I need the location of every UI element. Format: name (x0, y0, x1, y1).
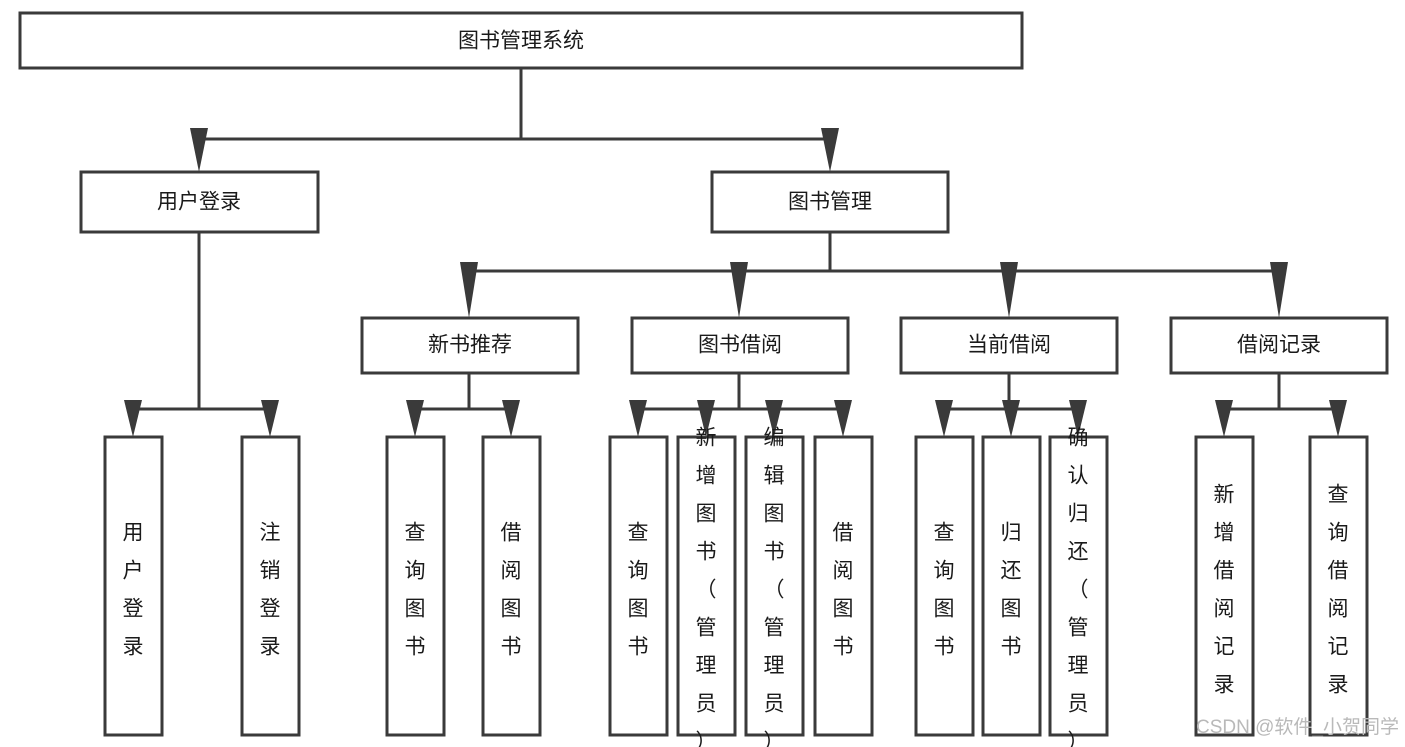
arrow-head-user-login (190, 128, 208, 172)
arrow-head-leaf-query-book-1 (406, 400, 424, 437)
node-leaf-user-logout-label: 注销登录 (260, 522, 281, 659)
node-leaf-user-logout-box[interactable] (240, 435, 301, 737)
arrow-head-leaf-user-login (124, 400, 142, 437)
node-borrow-record[interactable]: 借阅记录 (1169, 316, 1389, 375)
arrow-head-book-management (821, 128, 839, 172)
arrow-head-current-borrow (1000, 262, 1018, 318)
node-book-borrow[interactable]: 图书借阅 (630, 316, 850, 375)
watermark-label: CSDN @软件_小贺同学 (1196, 716, 1399, 738)
arrow-head-borrow-record (1270, 262, 1288, 318)
node-leaf-add-book-box[interactable] (676, 435, 737, 737)
arrow-head-leaf-query-book-3 (935, 400, 953, 437)
node-current-borrow-label: 当前借阅 (967, 334, 1051, 357)
arrow-head-leaf-borrow-book-2 (834, 400, 852, 437)
node-leaf-add-record[interactable]: 新增借阅记录 (1194, 435, 1255, 737)
node-leaf-query-record-label: 查询借阅记录 (1328, 484, 1349, 697)
arrow-head-book-borrow (730, 262, 748, 318)
node-leaf-query-record[interactable]: 查询借阅记录 (1308, 435, 1369, 737)
node-leaf-return-book-box[interactable] (981, 435, 1042, 737)
arrow-head-leaf-add-book (697, 400, 715, 437)
node-current-borrow[interactable]: 当前借阅 (899, 316, 1119, 375)
arrow-head-leaf-user-logout (261, 400, 279, 437)
node-root-label: 图书管理系统 (458, 30, 584, 53)
node-user-login-label: 用户登录 (157, 191, 241, 214)
node-leaf-query-book-3-box[interactable] (914, 435, 975, 737)
connector-group-book-borrow (629, 373, 852, 437)
node-leaf-confirm-return[interactable]: 确认归还（管理员） (1048, 427, 1109, 747)
node-leaf-return-book-label: 归还图书 (1001, 522, 1022, 659)
node-leaf-user-login-box[interactable] (103, 435, 164, 737)
node-book-borrow-label: 图书借阅 (698, 334, 782, 357)
node-leaf-query-book-1-label: 查询图书 (405, 522, 426, 659)
node-user-login[interactable]: 用户登录 (79, 170, 320, 234)
node-leaf-query-book-1-box[interactable] (385, 435, 446, 737)
node-borrow-record-box[interactable] (1169, 316, 1389, 375)
node-new-book-recommend[interactable]: 新书推荐 (360, 316, 580, 375)
node-new-book-recommend-label: 新书推荐 (428, 334, 512, 357)
node-leaf-query-book-2[interactable]: 查询图书 (608, 435, 669, 737)
node-borrow-record-label: 借阅记录 (1237, 334, 1321, 357)
node-leaf-add-record-box[interactable] (1194, 435, 1255, 737)
node-user-login-box[interactable] (79, 170, 320, 234)
node-leaf-user-login-label: 用户登录 (123, 522, 144, 659)
node-root-box[interactable] (18, 11, 1024, 70)
connector-group-user-login (124, 232, 279, 437)
node-leaf-borrow-book-2-label: 借阅图书 (833, 522, 854, 659)
node-leaf-borrow-book-2[interactable]: 借阅图书 (813, 435, 874, 737)
node-leaf-query-book-1[interactable]: 查询图书 (385, 435, 446, 737)
node-leaf-confirm-return-label: 确认归还（管理员） (1068, 427, 1089, 747)
node-leaf-borrow-book-1-label: 借阅图书 (501, 522, 522, 659)
node-new-book-recommend-box[interactable] (360, 316, 580, 375)
connector-group-root (190, 68, 839, 172)
arrow-head-leaf-return-book (1002, 400, 1020, 437)
node-current-borrow-box[interactable] (899, 316, 1119, 375)
node-leaf-query-book-2-label: 查询图书 (628, 522, 649, 659)
node-book-borrow-box[interactable] (630, 316, 850, 375)
connector-group-book-management (460, 232, 1288, 318)
node-leaf-borrow-book-1[interactable]: 借阅图书 (481, 435, 542, 737)
node-leaf-query-book-2-box[interactable] (608, 435, 669, 737)
node-root[interactable]: 图书管理系统 (18, 11, 1024, 70)
arrow-head-leaf-edit-book (765, 400, 783, 437)
arrow-head-new-book-recommend (460, 262, 478, 318)
arrow-head-leaf-query-book-2 (629, 400, 647, 437)
arrow-head-leaf-query-record (1329, 400, 1347, 437)
node-leaf-borrow-book-2-box[interactable] (813, 435, 874, 737)
node-leaf-query-record-box[interactable] (1308, 435, 1369, 737)
arrow-head-leaf-confirm-return (1069, 400, 1087, 437)
node-leaf-return-book[interactable]: 归还图书 (981, 435, 1042, 737)
connector-group-borrow-record (1215, 373, 1347, 437)
node-leaf-query-book-3-label: 查询图书 (934, 522, 955, 659)
node-leaf-borrow-book-1-box[interactable] (481, 435, 542, 737)
node-book-management-label: 图书管理 (788, 191, 872, 214)
connector-group-new-book-recommend (406, 373, 520, 437)
arrow-head-leaf-add-record (1215, 400, 1233, 437)
node-book-management[interactable]: 图书管理 (710, 170, 950, 234)
node-leaf-edit-book-label: 编辑图书（管理员） (764, 427, 785, 747)
node-leaf-edit-book[interactable]: 编辑图书（管理员） (744, 427, 805, 747)
node-leaf-user-login[interactable]: 用户登录 (103, 435, 164, 737)
node-leaf-user-logout[interactable]: 注销登录 (240, 435, 301, 737)
node-leaf-query-book-3[interactable]: 查询图书 (914, 435, 975, 737)
node-leaf-confirm-return-box[interactable] (1048, 435, 1109, 737)
node-leaf-add-book-label: 新增图书（管理员） (696, 427, 717, 747)
node-book-management-box[interactable] (710, 170, 950, 234)
arrow-head-leaf-borrow-book-1 (502, 400, 520, 437)
node-leaf-edit-book-box[interactable] (744, 435, 805, 737)
connector-group-current-borrow (935, 373, 1087, 437)
node-leaf-add-book[interactable]: 新增图书（管理员） (676, 427, 737, 747)
node-leaf-add-record-label: 新增借阅记录 (1214, 484, 1235, 697)
